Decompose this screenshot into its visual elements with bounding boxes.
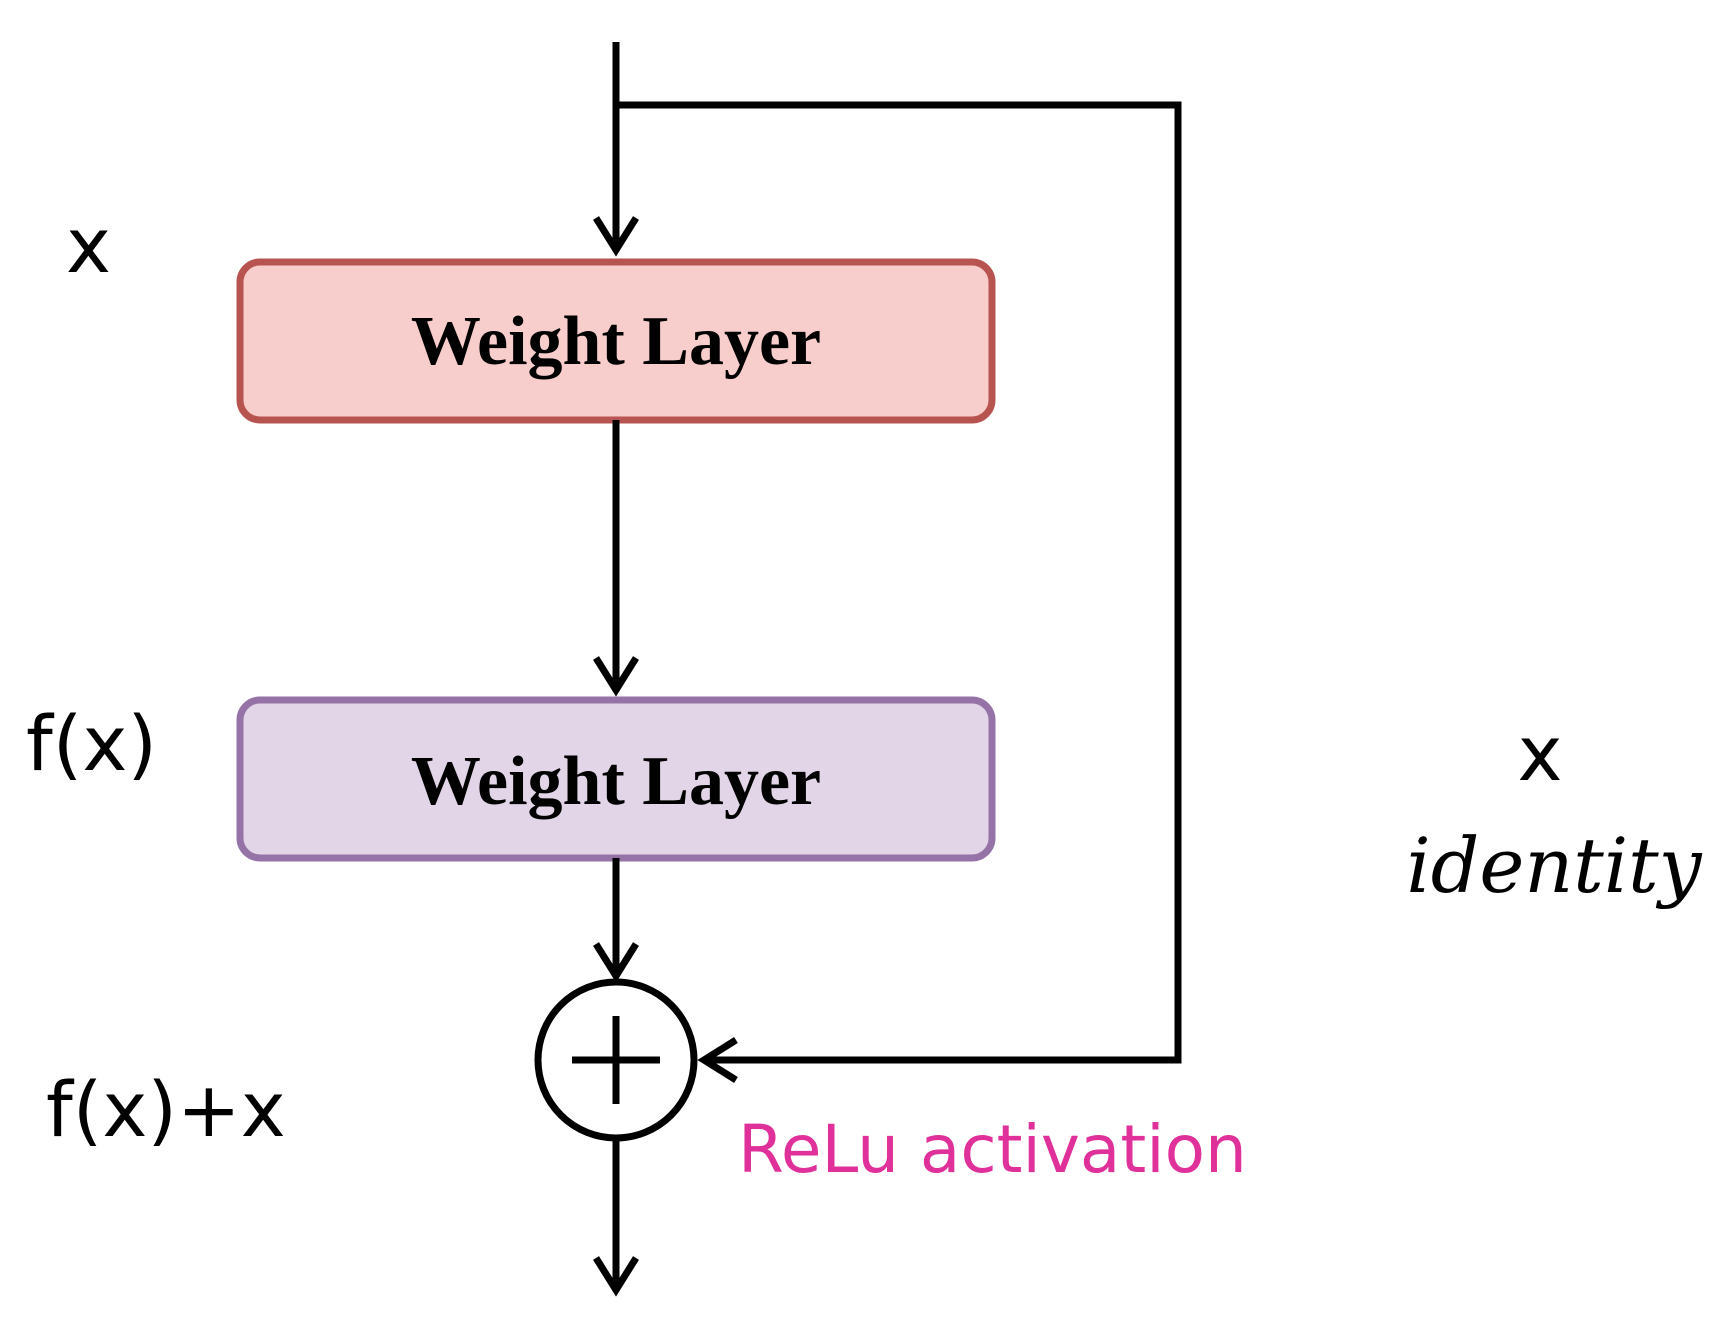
weight-layer-1-label: Weight Layer (411, 303, 821, 380)
residual-label: f(x) (26, 699, 157, 788)
weight-layer-2-label: Weight Layer (411, 743, 821, 820)
relu-activation-label: ReLu activation (738, 1111, 1247, 1188)
output-label: f(x)+x (46, 1065, 286, 1154)
layer-connector-arrowhead (593, 656, 639, 697)
input-arrowhead (593, 216, 639, 257)
identity-caption: identity (1406, 821, 1702, 910)
identity-shortcut-line (616, 101, 1182, 1064)
sum-input-arrowhead (593, 942, 639, 983)
input-label: x (66, 201, 111, 290)
output-arrowhead (593, 1256, 639, 1297)
plus-icon (572, 1016, 660, 1104)
shortcut-arrowhead (697, 1037, 738, 1083)
shortcut-label: x (1518, 709, 1563, 798)
